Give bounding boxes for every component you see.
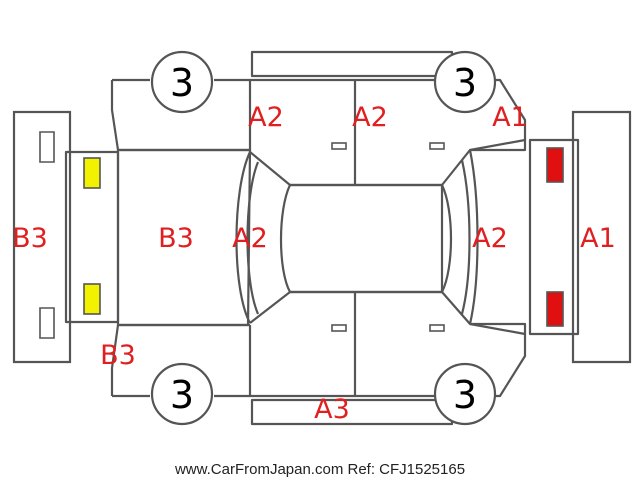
front-bumper (571, 110, 632, 364)
label-rear-window: A2 (232, 223, 268, 254)
label-fender-front-upper: A1 (492, 102, 528, 133)
label-rear-quarter-lower: B3 (100, 340, 136, 371)
rear-bumper (12, 110, 72, 364)
rear-lamp-lower (83, 283, 101, 315)
wheel-rear-bottom: 3 (150, 362, 214, 426)
label-front-bumper: A1 (580, 223, 616, 254)
wheel-rear-top-number: 3 (170, 61, 194, 105)
wheel-rear-bottom-number: 3 (170, 373, 194, 417)
roof-top-view (116, 138, 526, 336)
wheel-front-bottom: 3 (433, 362, 497, 426)
label-door-rear-upper: A2 (352, 102, 388, 133)
label-door-front-upper: A2 (248, 102, 284, 133)
label-rear-bumper: B3 (12, 223, 48, 254)
rear-panel (64, 150, 120, 324)
label-windshield: A2 (472, 223, 508, 254)
front-lamp-lower (546, 291, 564, 327)
front-lamp-upper (546, 147, 564, 183)
wheel-front-top-number: 3 (453, 61, 477, 105)
wheel-rear-top: 3 (150, 50, 214, 114)
wheel-front-bottom-number: 3 (453, 373, 477, 417)
footer-reference: www.CarFromJapan.com Ref: CFJ1525165 (174, 461, 465, 478)
rear-lamp-upper (83, 157, 101, 189)
label-rocker-lower: A3 (314, 394, 350, 425)
label-trunk: B3 (158, 223, 194, 254)
wheel-front-top: 3 (433, 50, 497, 114)
front-panel (528, 138, 580, 336)
